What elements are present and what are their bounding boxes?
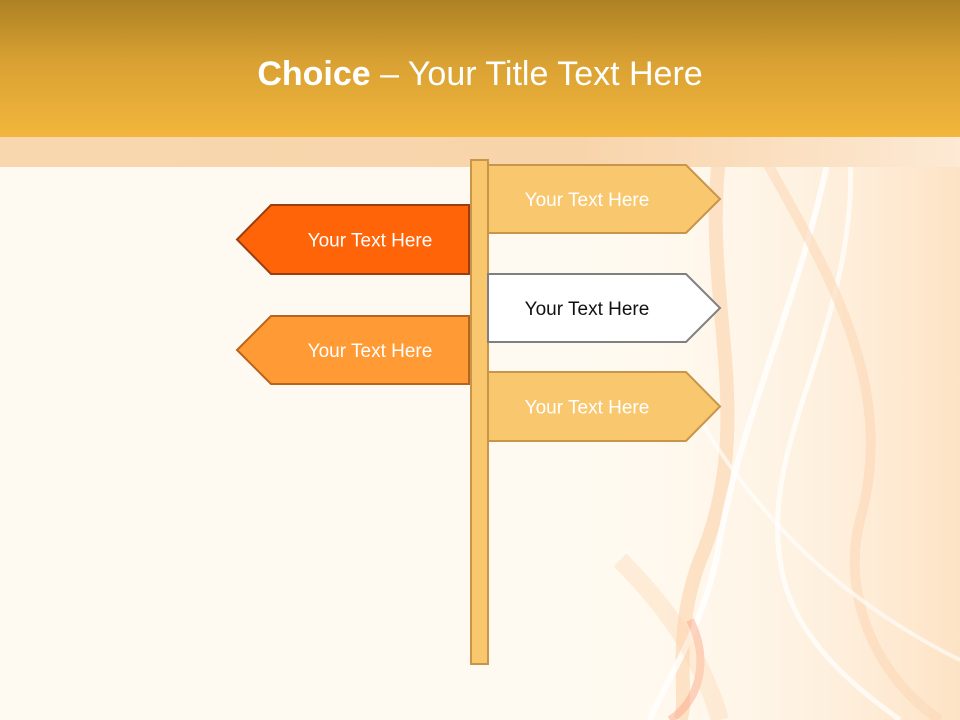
sign-label: Your Text Here <box>525 398 650 419</box>
sign-arrow-2: Your Text Here <box>235 204 470 275</box>
sign-label: Your Text Here <box>308 341 433 362</box>
title-text: Your Title Text Here <box>407 55 703 93</box>
title-bar <box>0 0 960 137</box>
slide-title: Choice – Your Title Text Here <box>0 52 960 96</box>
sign-shape <box>487 164 722 234</box>
sign-shape <box>487 371 722 442</box>
sign-label: Your Text Here <box>308 231 433 252</box>
sign-arrow-3: Your Text Here <box>487 273 722 343</box>
title-emphasis: Choice <box>257 55 371 93</box>
sign-shape <box>235 315 470 385</box>
sign-shape <box>487 273 722 343</box>
title-separator: – <box>370 55 408 93</box>
sign-shape <box>235 204 470 275</box>
sign-arrow-1: Your Text Here <box>487 164 722 234</box>
sign-arrow-5: Your Text Here <box>487 371 722 442</box>
sign-label: Your Text Here <box>525 299 650 320</box>
sign-post <box>470 159 489 665</box>
sign-label: Your Text Here <box>525 190 650 211</box>
sign-arrow-4: Your Text Here <box>235 315 470 385</box>
